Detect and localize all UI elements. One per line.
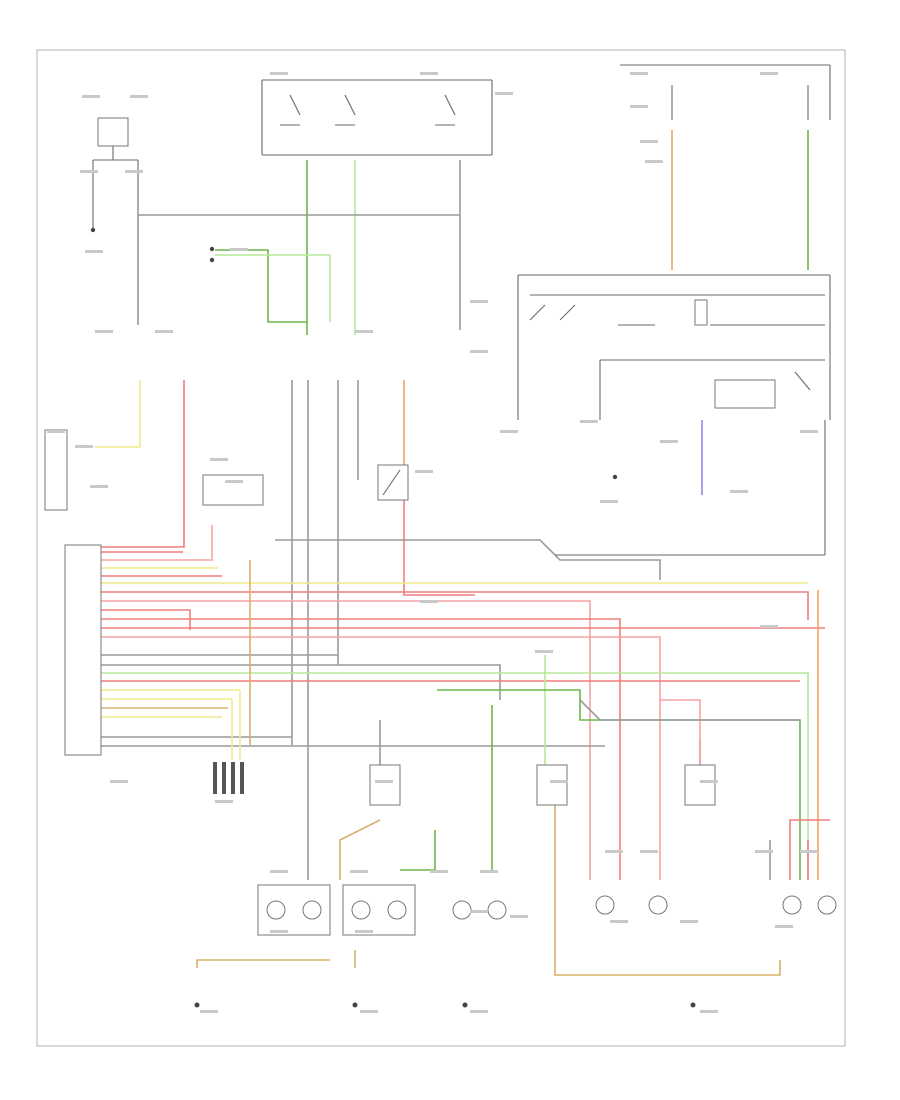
illegible-label xyxy=(130,95,148,98)
illegible-label xyxy=(360,1010,378,1013)
illegible-label xyxy=(680,920,698,923)
illegible-label xyxy=(270,72,288,75)
illegible-label xyxy=(580,420,598,423)
illegible-label xyxy=(215,800,233,803)
illegible-label xyxy=(605,850,623,853)
illegible-label xyxy=(350,870,368,873)
wire-bus-2 xyxy=(100,525,213,561)
wire-layer xyxy=(95,130,830,976)
lamp-assemblies xyxy=(257,884,837,936)
wire-yellow-mid-1 xyxy=(95,380,141,448)
wire-bus-9 xyxy=(100,618,621,880)
wire-tan-bottom-left xyxy=(196,959,330,968)
illegible-label xyxy=(95,330,113,333)
illegible-label xyxy=(640,140,658,143)
illegible-label xyxy=(480,870,498,873)
illegible-label xyxy=(470,910,488,913)
left-connector-block xyxy=(44,429,102,756)
illegible-label xyxy=(47,430,65,433)
illegible-label xyxy=(155,330,173,333)
illegible-label xyxy=(420,72,438,75)
illegible-label xyxy=(470,300,488,303)
ground-stud xyxy=(231,762,235,794)
illegible-label xyxy=(730,490,748,493)
wire-red-right-loop xyxy=(789,819,830,880)
illegible-label xyxy=(535,650,553,653)
wire-green-lower-right xyxy=(437,689,801,880)
illegible-label xyxy=(760,72,778,75)
illegible-label xyxy=(430,870,448,873)
illegible-label xyxy=(775,925,793,928)
illegible-label xyxy=(75,445,93,448)
wire-gray-frame-top xyxy=(275,539,661,580)
illegible-label xyxy=(760,625,778,628)
illegible-label xyxy=(125,170,143,173)
wire-green-left-feed xyxy=(215,249,307,323)
illegible-label-marks xyxy=(47,72,818,1013)
wire-bus-11 xyxy=(100,636,661,880)
illegible-label xyxy=(210,458,228,461)
wire-gray-frame-mid xyxy=(579,699,800,721)
illegible-label xyxy=(630,72,648,75)
illegible-label xyxy=(470,350,488,353)
ground-stud xyxy=(222,762,226,794)
ground-stud-stack xyxy=(213,762,244,794)
center-modules xyxy=(202,464,409,506)
ground-symbols xyxy=(194,246,696,1008)
illegible-label xyxy=(415,470,433,473)
wire-tan-lower-1 xyxy=(339,819,381,880)
diagram-frame xyxy=(36,49,846,1047)
top-right-fuse-block xyxy=(620,64,831,120)
illegible-label xyxy=(225,480,243,483)
wire-bus-13 xyxy=(100,664,501,700)
illegible-label xyxy=(495,92,513,95)
illegible-label xyxy=(230,248,248,251)
wire-red-mid-1 xyxy=(95,380,185,548)
illegible-label xyxy=(270,930,288,933)
illegible-label xyxy=(660,440,678,443)
illegible-label xyxy=(375,780,393,783)
illegible-label xyxy=(510,915,528,918)
illegible-label xyxy=(470,1010,488,1013)
wire-tan-bottom-right xyxy=(554,805,781,976)
wire-bus-6 xyxy=(100,591,809,620)
wire-green-to-lamp xyxy=(400,830,436,871)
illegible-label xyxy=(90,485,108,488)
illegible-label xyxy=(610,920,628,923)
illegible-label xyxy=(82,95,100,98)
illegible-label xyxy=(700,780,718,783)
wire-pink-lower-right xyxy=(660,699,701,770)
illegible-label xyxy=(200,1010,218,1013)
wire-red-to-transmission xyxy=(403,500,475,596)
ground-stud xyxy=(240,762,244,794)
illegible-label xyxy=(645,160,663,163)
ground-stud xyxy=(213,762,217,794)
wire-bus-7 xyxy=(100,600,591,880)
illegible-label xyxy=(600,500,618,503)
top-switch-panel xyxy=(261,79,493,156)
top-left-fuse-block xyxy=(90,117,139,325)
illegible-label xyxy=(640,850,658,853)
illegible-label xyxy=(85,250,103,253)
illegible-label xyxy=(270,870,288,873)
wire-lightgreen-left-feed xyxy=(215,254,331,322)
right-module-frame xyxy=(517,274,831,556)
illegible-label xyxy=(80,170,98,173)
illegible-label xyxy=(800,850,818,853)
illegible-label xyxy=(110,780,128,783)
illegible-label xyxy=(355,330,373,333)
illegible-label xyxy=(630,105,648,108)
illegible-label xyxy=(550,780,568,783)
illegible-label xyxy=(500,430,518,433)
illegible-label xyxy=(700,1010,718,1013)
wire-bus-8 xyxy=(100,609,191,630)
illegible-label xyxy=(755,850,773,853)
illegible-label xyxy=(420,600,438,603)
illegible-label xyxy=(800,430,818,433)
wire-bus-14 xyxy=(100,672,809,880)
lower-switches xyxy=(369,764,716,806)
illegible-label xyxy=(355,930,373,933)
